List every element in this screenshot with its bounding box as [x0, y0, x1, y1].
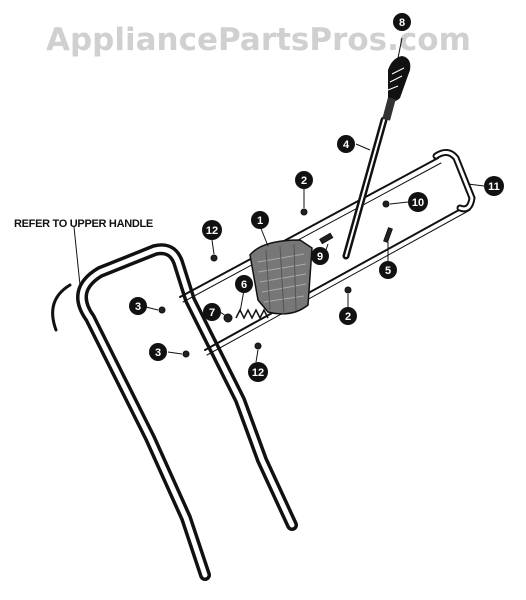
callout-2-bottom: 2	[339, 307, 357, 325]
hardware-parts	[158, 200, 393, 358]
spring-part-6	[235, 308, 269, 320]
control-rods	[179, 157, 471, 356]
shift-lever-part-4	[342, 116, 388, 260]
callout-3-bottom: 3	[149, 343, 167, 361]
callout-12-bottom: 12	[248, 362, 268, 382]
pin-part-9	[319, 232, 334, 245]
shift-plate-part-1	[249, 239, 313, 315]
callout-7: 7	[203, 303, 221, 321]
callout-10-number: 10	[412, 197, 424, 209]
callout-11: 11	[484, 176, 504, 196]
callout-7-number: 7	[209, 307, 215, 319]
lower-handle	[51, 243, 298, 581]
callout-2-top: 2	[295, 171, 313, 189]
callout-3-bottom-number: 3	[155, 347, 161, 359]
callout-9-number: 9	[317, 251, 323, 263]
callout-8-number: 8	[399, 17, 405, 29]
callout-12-top-number: 12	[206, 225, 218, 237]
callout-5-number: 5	[385, 265, 391, 277]
end-bracket-part-11	[432, 149, 476, 213]
callout-12-top: 12	[202, 220, 222, 240]
callout-10: 10	[408, 192, 428, 212]
callout-6-number: 6	[241, 279, 247, 291]
callout-5: 5	[379, 261, 397, 279]
callout-3-top-number: 3	[135, 301, 141, 313]
washer-part-3a	[158, 306, 166, 314]
refer-upper-handle-label: REFER TO UPPER HANDLE	[14, 218, 153, 230]
callout-3-top: 3	[129, 297, 147, 315]
lever-knob-part-8	[382, 56, 411, 121]
washer-part-3b	[182, 350, 190, 358]
callout-2-top-number: 2	[301, 175, 307, 187]
bolt-part-5	[383, 227, 393, 243]
callout-4-number: 4	[343, 139, 350, 151]
bolt-part-2b	[344, 286, 352, 294]
nut-part-12b	[254, 342, 262, 350]
leader-lines	[73, 37, 485, 363]
callout-12-bottom-number: 12	[252, 367, 264, 379]
callout-1-number: 1	[257, 215, 263, 227]
callout-9: 9	[311, 247, 329, 265]
callout-4: 4	[337, 135, 355, 153]
bolt-part-2a	[300, 208, 308, 216]
clip-part-10	[382, 200, 390, 208]
callout-1: 1	[251, 211, 269, 229]
callout-8: 8	[393, 13, 411, 31]
callout-6: 6	[235, 275, 253, 293]
callout-11-number: 11	[488, 181, 500, 193]
nut-part-12a	[210, 254, 218, 262]
callout-2-bottom-number: 2	[345, 311, 351, 323]
